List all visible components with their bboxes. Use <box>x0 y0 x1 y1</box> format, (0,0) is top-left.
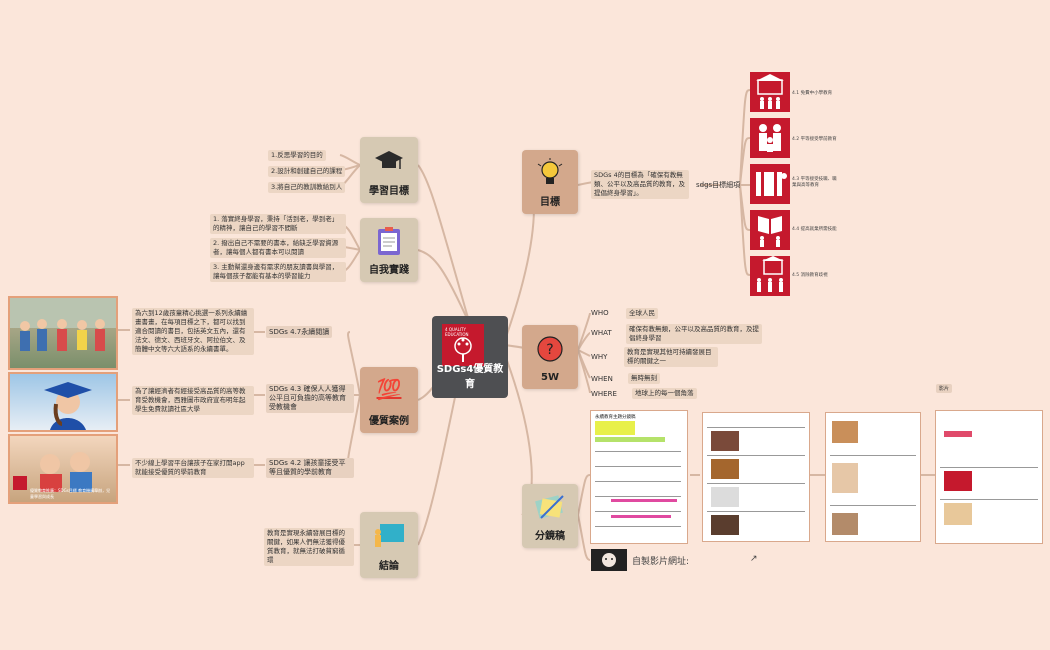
case-tag-1: SDGs 4.7永續閱讀 <box>266 326 333 338</box>
question-icon: ? <box>537 336 563 362</box>
graduation-cap-icon <box>375 151 403 169</box>
svg-text:?: ? <box>546 342 553 358</box>
learning-item-3: 3.將自己的教訓教給別人 <box>268 182 346 193</box>
case-photo-online-learning: 優質教育推廣：SDGs目標 教育機構舉辦，兒童學習與成長 <box>8 434 118 504</box>
video-url-label: 自製影片網址: <box>632 557 690 567</box>
node-conclusion[interactable]: 結論 <box>360 512 418 578</box>
5w-when-key: WHEN <box>591 375 613 383</box>
clipboard-icon <box>378 227 400 255</box>
target-tools-icon <box>750 164 790 204</box>
storyboard-doc-1[interactable]: 永續教育主題分鏡稿 <box>590 410 688 544</box>
5w-what-value: 確保有教無類，公平以及高品質的教育，及提倡終身學習 <box>626 324 762 344</box>
goal-text: SDGs 4的目標為「確保有教無類、公平以及高品質的教育，及提倡終身學習」。 <box>591 170 689 199</box>
storyboard-doc-2[interactable] <box>702 412 810 542</box>
target-school-icon <box>750 72 790 112</box>
5w-why-key: WHY <box>591 353 608 361</box>
hundred-icon: 💯 <box>376 377 402 401</box>
target-equality-icon <box>750 256 790 296</box>
case-text-1: 為六到12歲孩童精心挑選一系列永續繪畫書畫，在每項目標之下，都可以找到適合閱讀的… <box>132 308 254 355</box>
5w-where-key: WHERE <box>591 390 617 398</box>
case-photo-graduate <box>8 372 118 432</box>
5w-who-value: 全球人民 <box>626 308 658 319</box>
presentation-icon <box>375 524 404 547</box>
target-family-icon <box>750 118 790 158</box>
target-text-3: 4.3 平等接受技職、職業與高等教育 <box>792 177 837 188</box>
node-5w[interactable]: ? 5W <box>522 325 578 389</box>
target-text-5: 4.5 消除教育歧視 <box>792 273 828 278</box>
storyboard-doc-4[interactable] <box>935 410 1043 544</box>
target-text-4: 4.4 提高就業所需技能 <box>792 227 837 232</box>
practice-item-1: 1. 落實終身學習，秉持「活到老，學到老」的精神，讓自己的學習不間斷 <box>210 214 346 234</box>
node-self-practice[interactable]: 自我實踐 <box>360 218 418 282</box>
node-learning-goal[interactable]: 學習目標 <box>360 137 418 203</box>
case-photo-kids-books <box>8 296 118 370</box>
practice-item-3: 3. 主動幫還身邊有需求的朋友讀書與學習，讓每個孩子都能有基本的學習能力 <box>210 262 346 282</box>
node-storyboard[interactable]: 分鏡稿 <box>522 484 578 548</box>
center-title: SDGs4優質教育 <box>436 364 504 390</box>
5w-where-value: 地球上的每一個角落 <box>632 388 697 399</box>
5w-when-value: 無時無刻 <box>628 373 660 384</box>
node-goal[interactable]: 目標 <box>522 150 578 214</box>
case-text-3: 不少線上學習平台讓孩子在家打開app就能接受優質的學前教育 <box>132 458 254 478</box>
5w-who-key: WHO <box>591 309 609 317</box>
practice-item-2: 2. 撥出自己不需要的書本，給缺乏學習資源者，讓每個人都有書本可以閱讀 <box>210 238 346 258</box>
video-thumbnail[interactable] <box>591 549 627 571</box>
target-text-2: 4.2 平等接受學前教育 <box>792 137 837 142</box>
case-tag-2: SDGs 4.3 確保人人獲得公平且可負擔的高等教育受教機會 <box>266 384 354 413</box>
target-text-1: 4.1 免費中小學教育 <box>792 91 833 96</box>
learning-item-1: 1.反思學習的目的 <box>268 150 326 161</box>
5w-what-key: WHAT <box>591 329 612 337</box>
notes-icon <box>535 495 564 519</box>
center-topic[interactable]: 4 QUALITY EDUCATION SDGs4優質教育 <box>432 316 508 398</box>
learning-item-2: 2.設計和創建自己的課程 <box>268 166 346 177</box>
5w-why-value: 教育是實現其他可持續發展目標的關鍵之一 <box>624 347 718 367</box>
target-book-icon <box>750 210 790 250</box>
floating-tag[interactable]: 影片 <box>936 384 953 393</box>
sdgs-targets-label: sdgs目標細項 <box>696 181 741 189</box>
storyboard-doc-3[interactable] <box>825 412 921 542</box>
node-cases[interactable]: 💯 優質案例 <box>360 367 418 433</box>
conclusion-text: 教育是實現永續發展目標的關鍵，如果人們無法獲得優質教育，就無法打破貧窮循環 <box>264 528 354 566</box>
external-link-icon[interactable]: ↗ <box>750 554 758 564</box>
lightbulb-icon <box>537 158 563 184</box>
case-text-2: 為了讓經濟者有經接受高品質的高等教育受教機會，西雅圖市政府宣布明年起學生免費就讀… <box>132 386 254 415</box>
case-tag-3: SDGs 4.2 讓孩童接受平等且優質的學前教育 <box>266 458 354 478</box>
sdg4-icon: 4 QUALITY EDUCATION <box>442 324 484 366</box>
